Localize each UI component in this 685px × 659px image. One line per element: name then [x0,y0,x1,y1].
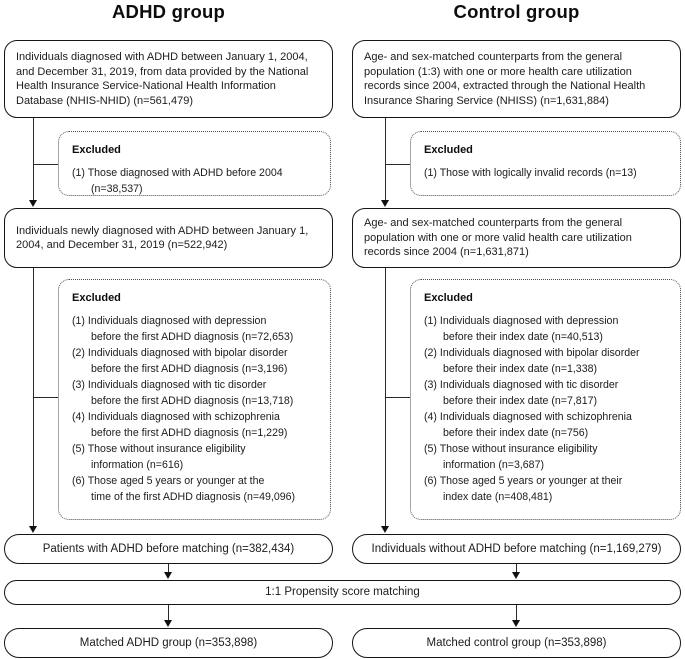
control-source-text: Age- and sex-matched counterparts from t… [364,51,646,107]
excluded-item: (5) Those without insurance eligibility … [424,442,598,471]
control-before-matching-text: Individuals without ADHD before matching… [371,542,662,555]
excluded-title: Excluded [424,144,473,156]
excluded-item: (5) Those without insurance eligibility … [72,442,246,471]
adhd-source-text: Individuals diagnosed with ADHD between … [16,51,309,107]
control-group-header: Control group [453,1,580,22]
excluded-title: Excluded [72,292,121,304]
excluded-item: (1) Individuals diagnosed with depressio… [424,314,619,343]
adhd-source-box: Individuals diagnosed with ADHD between … [4,40,333,118]
excluded-item: (1) Those with logically invalid records… [424,166,637,179]
connector-line [33,397,58,399]
connector-line [384,118,386,200]
adhd-excluded-box-2: Excluded (1) Individuals diagnosed with … [58,279,331,520]
matched-adhd-box: Matched ADHD group (n=353,898) [4,628,333,658]
excluded-item: (3) Individuals diagnosed with tic disor… [72,378,294,407]
adhd-excluded-box-1: Excluded (1) Those diagnosed with ADHD b… [58,131,331,196]
connector-line [385,164,410,166]
adhd-before-matching-box: Patients with ADHD before matching (n=38… [4,534,333,564]
excluded-item: (3) Individuals diagnosed with tic disor… [424,378,619,407]
connector-line [385,397,410,399]
control-excluded-box-1: Excluded (1) Those with logically invali… [410,131,681,196]
connector-line [516,605,518,620]
control-excluded-box-2: Excluded (1) Individuals diagnosed with … [410,279,681,520]
excluded-title: Excluded [72,144,121,156]
control-cohort-text: Age- and sex-matched counterparts from t… [364,217,632,259]
down-arrow-icon [28,200,37,207]
propensity-matching-text: 1:1 Propensity score matching [265,586,420,599]
excluded-item: (2) Individuals diagnosed with bipolar d… [72,346,288,375]
down-arrow-icon [512,572,520,579]
excluded-item: (6) Those aged 5 years or younger at the… [424,474,623,503]
connector-line [32,118,34,200]
matched-control-text: Matched control group (n=353,898) [426,636,607,649]
control-source-box: Age- and sex-matched counterparts from t… [352,40,681,118]
down-arrow-icon [163,572,172,579]
excluded-title: Excluded [424,292,473,304]
down-arrow-icon [163,620,172,627]
down-arrow-icon [380,526,389,533]
adhd-group-header: ADHD group [112,1,225,22]
excluded-item: (1) Individuals diagnosed with depressio… [72,314,294,343]
propensity-matching-box: 1:1 Propensity score matching [4,580,681,605]
excluded-item: (1) Those diagnosed with ADHD before 200… [72,166,283,195]
excluded-item: (4) Individuals diagnosed with schizophr… [72,410,288,439]
adhd-newly-diagnosed-box: Individuals newly diagnosed with ADHD be… [4,208,333,268]
excluded-item: (2) Individuals diagnosed with bipolar d… [424,346,640,375]
connector-line [33,164,58,166]
matched-control-box: Matched control group (n=353,898) [352,628,681,658]
control-before-matching-box: Individuals without ADHD before matching… [352,534,681,564]
connector-line [167,564,169,573]
down-arrow-icon [380,200,389,207]
adhd-newly-diagnosed-text: Individuals newly diagnosed with ADHD be… [16,224,309,252]
excluded-item: (4) Individuals diagnosed with schizophr… [424,410,632,439]
connector-line [167,605,169,620]
matched-adhd-text: Matched ADHD group (n=353,898) [79,636,258,649]
control-cohort-box: Age- and sex-matched counterparts from t… [352,208,681,268]
excluded-item: (6) Those aged 5 years or younger at the… [72,474,296,503]
connector-line [516,564,518,573]
down-arrow-icon [512,620,520,627]
down-arrow-icon [28,526,37,533]
adhd-before-matching-text: Patients with ADHD before matching (n=38… [42,542,295,555]
